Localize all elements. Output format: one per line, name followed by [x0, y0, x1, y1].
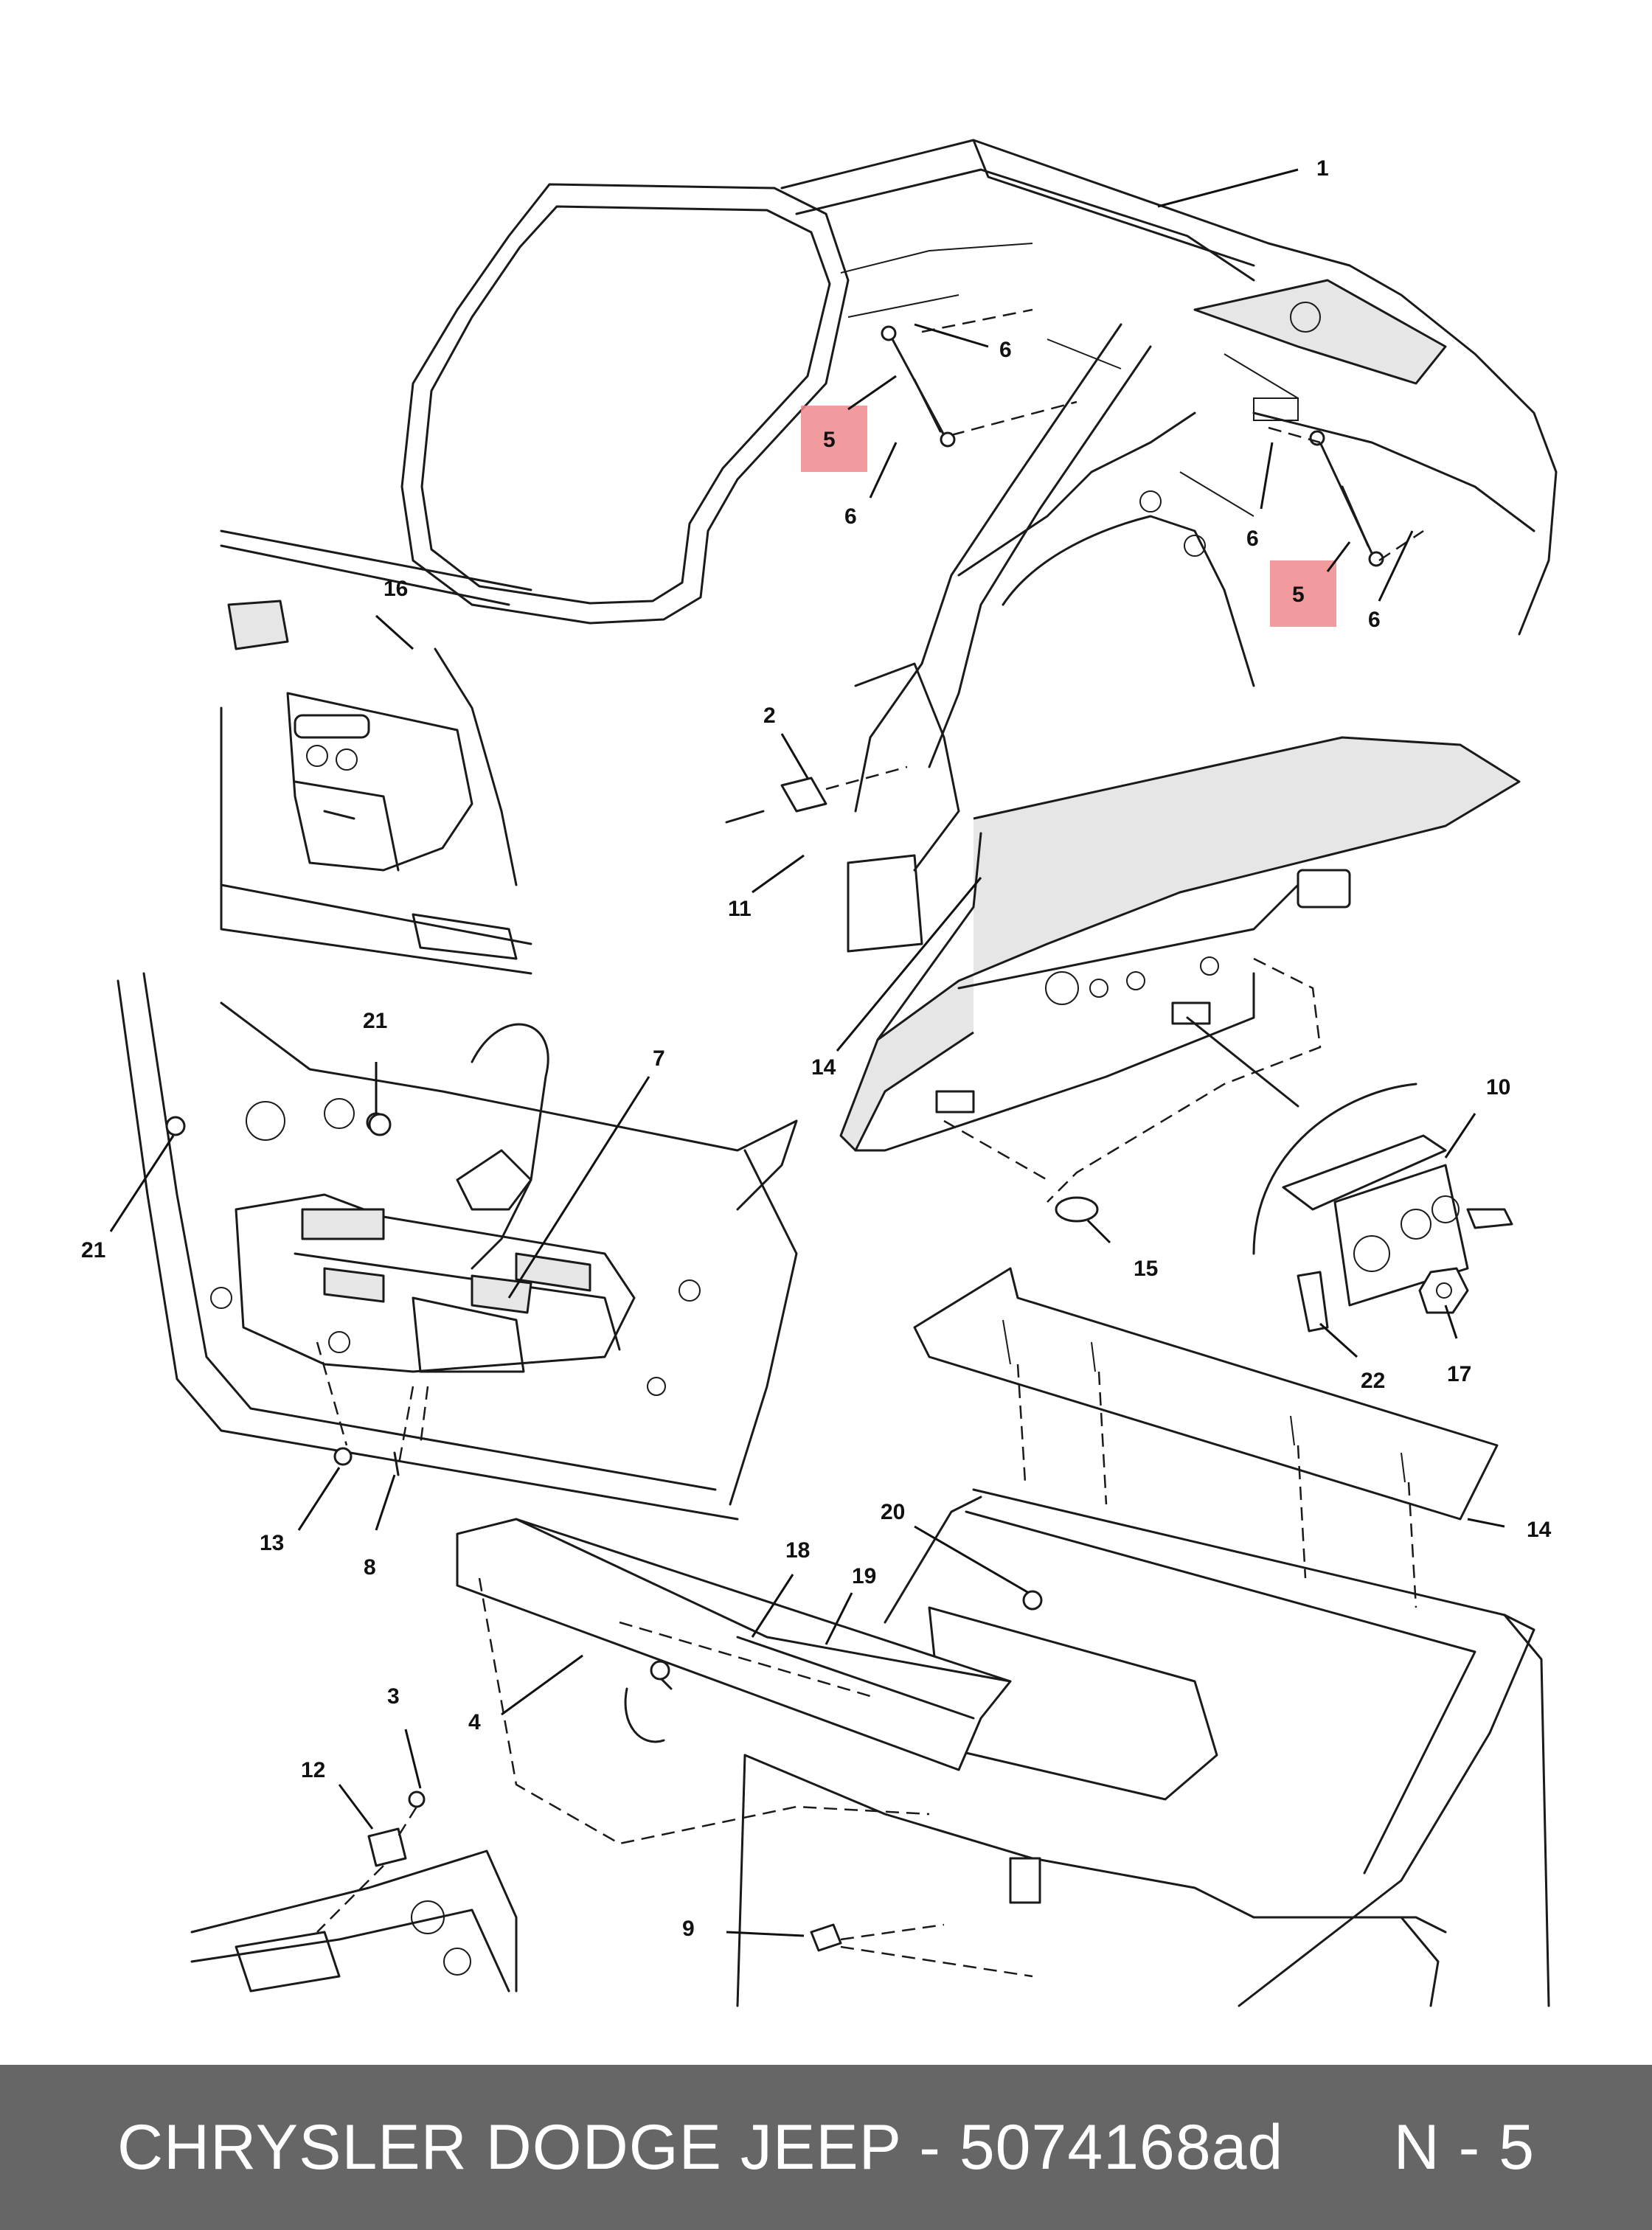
liftgate-hinge — [1282, 1134, 1513, 1307]
leader-lines — [109, 168, 1505, 1937]
callout-5a: 5 — [823, 428, 836, 452]
callout-22: 22 — [1361, 1369, 1385, 1393]
callout-6c: 6 — [1246, 527, 1259, 551]
callout-16: 16 — [384, 577, 408, 601]
seal-strip — [736, 1636, 975, 1720]
callout-12: 12 — [301, 1758, 325, 1782]
callout-19: 19 — [852, 1564, 876, 1588]
liftgate-support-strut-right — [1309, 430, 1384, 567]
hinge-bolt — [1297, 1271, 1329, 1333]
callout-7: 7 — [653, 1046, 665, 1071]
callout-13: 13 — [260, 1531, 284, 1555]
callout-21a: 21 — [363, 1009, 387, 1033]
callout-14b: 14 — [1527, 1518, 1552, 1542]
liftgate-weatherstrip — [400, 183, 850, 625]
callout-3: 3 — [387, 1684, 400, 1709]
latch-striker-view — [190, 1849, 518, 1993]
callout-17: 17 — [1447, 1362, 1471, 1386]
liftgate-inner-panel-view — [117, 972, 798, 1521]
latch-release-panel-view — [220, 529, 532, 975]
push-pin — [1022, 1590, 1043, 1611]
callout-labels: 1 2 3 4 5 5 6 6 6 6 7 8 9 10 11 12 13 14… — [81, 156, 1552, 1941]
plug — [368, 1113, 392, 1136]
hinge-nut — [1418, 1267, 1469, 1314]
callout-6a: 6 — [999, 338, 1012, 362]
clip — [810, 1923, 842, 1952]
callout-6d: 6 — [1368, 608, 1381, 632]
callout-1: 1 — [1316, 156, 1329, 181]
callout-8: 8 — [364, 1555, 376, 1580]
striker — [367, 1827, 407, 1867]
body-opening-assembly — [780, 139, 1558, 953]
callout-21b: 21 — [81, 1238, 105, 1262]
callout-6b: 6 — [844, 504, 857, 529]
callout-18: 18 — [785, 1538, 810, 1563]
striker-bolt — [408, 1790, 426, 1808]
callout-highlight-5b — [1270, 560, 1336, 627]
liftgate-assembly — [839, 736, 1521, 1152]
bumper-bolt — [725, 810, 765, 824]
callout-14a: 14 — [811, 1055, 836, 1080]
footer-bar: CHRYSLER DODGE JEEP - 5074168ad N - 5 — [0, 2065, 1652, 2230]
callout-highlight-5a — [801, 406, 867, 472]
applique-panel — [456, 1518, 1012, 1771]
liftgate-support-strut-left — [881, 325, 956, 448]
callout-15: 15 — [1134, 1257, 1158, 1281]
callout-11: 11 — [728, 897, 752, 921]
callout-20: 20 — [881, 1500, 905, 1524]
callout-2: 2 — [763, 704, 776, 728]
callout-9: 9 — [682, 1917, 695, 1941]
callout-5b: 5 — [1292, 583, 1305, 607]
parts-diagram: 1 2 3 4 5 5 6 6 6 6 7 8 9 10 11 12 13 14… — [81, 139, 1558, 2007]
callout-4: 4 — [468, 1710, 481, 1734]
bumper — [780, 777, 827, 813]
grommet — [1055, 1196, 1099, 1223]
callout-10: 10 — [1486, 1075, 1510, 1100]
spoiler-panel — [913, 1267, 1499, 1521]
footer-caption: CHRYSLER DODGE JEEP - 5074168ad N - 5 — [117, 2111, 1535, 2183]
